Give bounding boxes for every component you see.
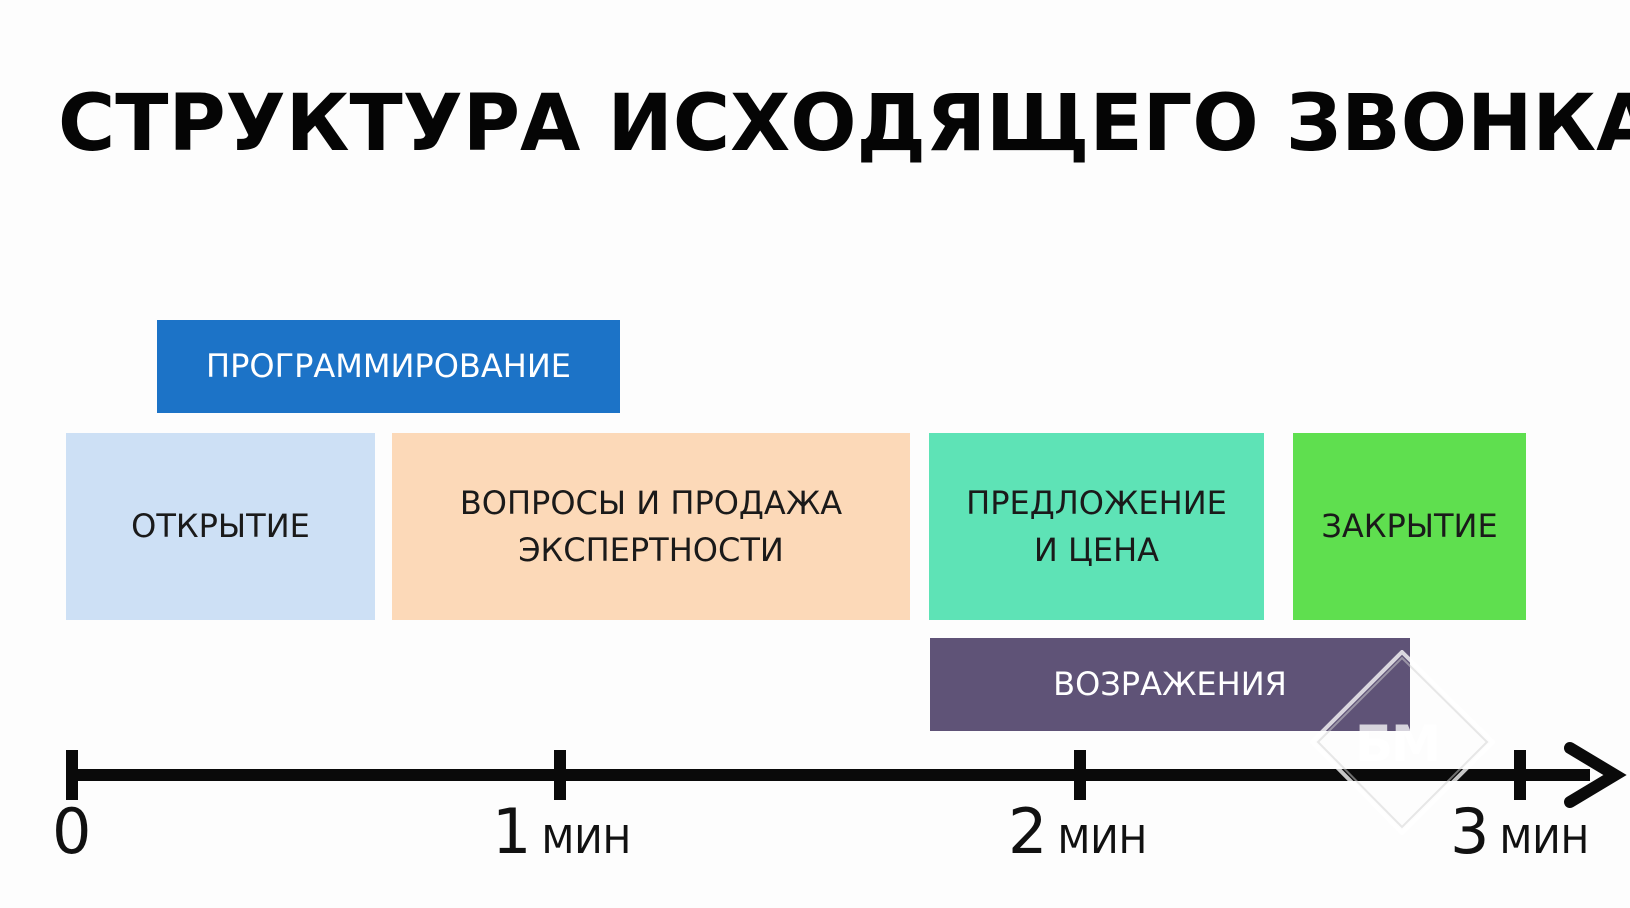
block-programming: ПРОГРАММИРОВАНИЕ [157, 320, 620, 413]
watermark-text: БМ [1355, 715, 1441, 773]
axis-tick-unit: МИН [541, 818, 632, 862]
axis-tick-label-0: 0 [52, 795, 101, 868]
block-questions-expertise: ВОПРОСЫ И ПРОДАЖА ЭКСПЕРТНОСТИ [392, 433, 910, 620]
block-objections: ВОЗРАЖЕНИЯ [930, 638, 1410, 731]
axis-tick-unit: МИН [1057, 818, 1148, 862]
axis-tick-unit: МИН [1499, 818, 1590, 862]
block-offer-price: ПРЕДЛОЖЕНИЕ И ЦЕНА [929, 433, 1264, 620]
block-closing: ЗАКРЫТИЕ [1293, 433, 1526, 620]
block-programming-label: ПРОГРАММИРОВАНИЕ [206, 347, 571, 386]
block-opening: ОТКРЫТИЕ [66, 433, 375, 620]
axis-tick-value: 0 [52, 795, 92, 868]
block-offer-label: ПРЕДЛОЖЕНИЕ И ЦЕНА [966, 484, 1227, 569]
slide-title: СТРУКТУРА ИСХОДЯЩЕГО ЗВОНКА [58, 79, 1630, 169]
block-opening-label: ОТКРЫТИЕ [131, 507, 310, 546]
axis-tick-value: 3 [1450, 795, 1490, 868]
axis-arrowhead [1564, 742, 1627, 808]
block-objections-label: ВОЗРАЖЕНИЯ [1053, 665, 1287, 704]
block-closing-label: ЗАКРЫТИЕ [1321, 507, 1498, 546]
watermark-logo-icon [1310, 650, 1495, 835]
block-questions-label: ВОПРОСЫ И ПРОДАЖА ЭКСПЕРТНОСТИ [459, 484, 843, 569]
axis-tick-value: 1 [492, 795, 532, 868]
axis-tick-value: 2 [1008, 795, 1048, 868]
